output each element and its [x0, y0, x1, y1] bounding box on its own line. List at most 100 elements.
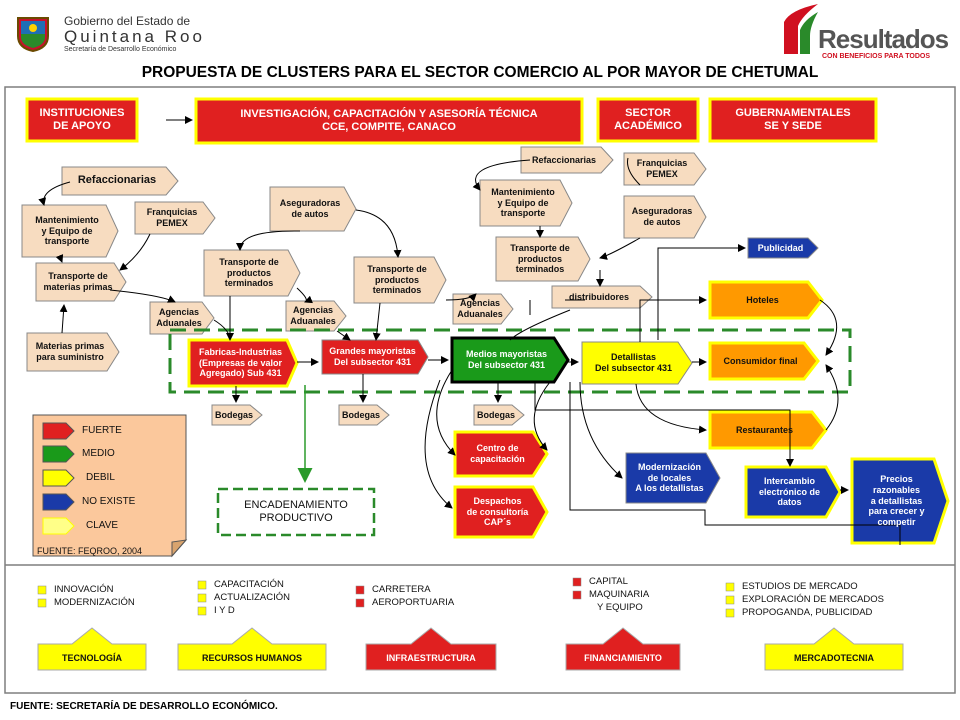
node-franq_l: [134, 201, 216, 235]
legend-swatch-3: [42, 493, 75, 511]
bottom-infra-label: INFRAESTRUCTURA: [386, 652, 476, 663]
conn-medios-precios: [569, 382, 901, 545]
state-logo: [14, 14, 52, 53]
bottom-mercad-item-0: ESTUDIOS DE MERCADO: [742, 581, 858, 592]
conn-medios-mod: [579, 381, 623, 479]
legend-item-1: MEDIO: [82, 448, 115, 459]
bottom-financ-bullet-0: [572, 577, 582, 587]
conn-tpt1-ag2: [296, 287, 313, 304]
bottom-recursos-bullet-0: [197, 580, 207, 590]
box-gubernamentales: [708, 97, 878, 143]
node-agencias_1: [149, 301, 215, 335]
legend-item-3: NO EXISTE: [82, 496, 136, 507]
bottom-recursos-bullet-2: [197, 606, 207, 616]
node-transp_pt3: [495, 236, 591, 282]
node-hoteles: [708, 280, 824, 320]
bottom-financ-label: FINANCIAMIENTO: [584, 652, 662, 663]
conn-refacc-mant-r: [472, 159, 531, 191]
bottom-mercad-label: MERCADOTECNIA: [794, 652, 874, 663]
legend-swatch-4: [42, 517, 75, 535]
node-agencias_2: [285, 300, 347, 332]
conn-tpt2-grandes: [372, 302, 381, 341]
node-bodegas_3-label: Bodegas: [476, 409, 515, 420]
bottom-tecnologia-item-0: INNOVACIÓN: [54, 584, 114, 595]
legend-swatch-1: [42, 445, 75, 463]
node-mant_r: [479, 179, 573, 227]
footer-source: FUENTE: SECRETARÍA DE DESARROLLO ECONÓMI…: [10, 701, 278, 712]
conn-franq-transp: [119, 233, 151, 271]
bottom-tecnologia-label: TECNOLOGÍA: [62, 652, 122, 663]
legend-item-4: CLAVE: [86, 520, 119, 531]
node-fabricas: [187, 338, 299, 388]
bottom-financ-item-0: CAPITAL: [589, 576, 628, 587]
bottom-tecnologia-bullet-0: [37, 585, 47, 595]
node-intercambio: [744, 465, 842, 519]
node-restaurantes: [708, 410, 828, 450]
node-centro: [453, 430, 549, 478]
conn-mant-transp: [55, 254, 64, 263]
node-consumidor-label: Consumidor final: [723, 355, 798, 366]
encadenamiento-box: [216, 487, 376, 537]
conn-ag2-grandes: [336, 330, 351, 341]
node-refacc_l-label: Refaccionarias: [77, 174, 157, 187]
conn-aseg-tpt3: [599, 237, 641, 260]
legend-item-2: DEBIL: [86, 472, 115, 483]
node-distribuidores-label: distribuidores: [568, 291, 629, 302]
node-restaurantes-label: Restaurantes: [735, 424, 794, 435]
bottom-mercad-item-2: PROPOGANDA, PUBLICIDAD: [742, 607, 873, 618]
node-consumidor: [708, 341, 820, 381]
node-bodegas_1-label: Bodegas: [214, 409, 253, 420]
conn-aseg-tpt2: [355, 209, 402, 258]
legend-fold: [171, 539, 188, 558]
bottom-mercad-bullet-0: [725, 582, 735, 592]
resultados-logo-icon: [780, 2, 820, 54]
node-publicidad: [747, 237, 819, 259]
bottom-mercad-bullet-2: [725, 608, 735, 618]
legend-source: FUENTE: FEQROO, 2004: [37, 546, 143, 556]
node-distribuidores: [551, 285, 653, 309]
node-transp_pt2: [353, 256, 447, 304]
bottom-recursos-arrow: [177, 627, 327, 671]
conn-medios-desp: [424, 379, 453, 509]
conn-aseg-tpt1: [236, 230, 301, 251]
node-aseg_r: [623, 195, 707, 239]
node-publicidad-label: Publicidad: [757, 242, 804, 253]
node-refacc_r: [520, 146, 614, 174]
node-agencias_3: [452, 293, 514, 325]
cluster-dashed-border: [168, 328, 852, 394]
bottom-recursos-item-2: I Y D: [214, 605, 235, 616]
gov-line3: Secretaría de Desarrollo Económico: [64, 46, 177, 53]
conn-medios-centro2: [436, 369, 456, 456]
box-investigacion: [194, 97, 584, 145]
bottom-infra-bullet-1: [355, 598, 365, 608]
bottom-tecnologia-item-1: MODERNIZACIÓN: [54, 597, 135, 608]
bottom-mercad-arrow: [764, 627, 904, 671]
brand-name: Resultados: [818, 24, 949, 54]
conn-rest-cons: [825, 364, 839, 431]
conn-det-rest: [635, 383, 707, 434]
node-medios: [450, 336, 570, 384]
brand-tagline: CON BENEFICIOS PARA TODOS: [822, 53, 930, 60]
bottom-infra-item-1: AEROPORTUARIA: [372, 597, 455, 608]
node-bodegas_1: [211, 404, 263, 426]
bottom-recursos-item-0: CAPACITACIÓN: [214, 579, 284, 590]
bottom-infra-item-0: CARRETERA: [372, 584, 431, 595]
conn-tpt2-ag3: [445, 293, 477, 302]
node-modernizacion: [625, 452, 721, 504]
bottom-infra-arrow: [365, 627, 497, 671]
